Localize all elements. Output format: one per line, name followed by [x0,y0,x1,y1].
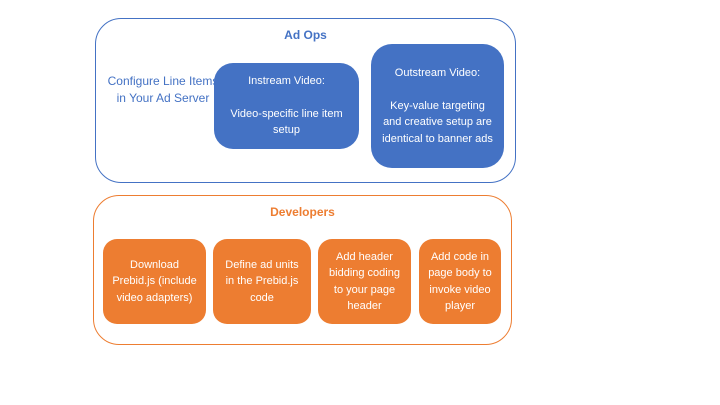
instream-video-heading: Instream Video: [248,75,325,88]
dev-step-define-ad-units-box: Define ad units in the Prebid.js code [213,239,311,324]
instream-video-box: Instream Video: Video-specific line item… [214,63,359,149]
configure-line-items-note: Configure Line Items in Your Ad Server [107,74,219,105]
developers-title: Developers [270,205,335,219]
dev-step-invoke-player-box: Add code in page body to invoke video pl… [419,239,501,324]
ad-ops-title: Ad Ops [284,28,327,42]
developers-group: Developers Download Prebid.js (include v… [93,195,512,345]
dev-step-header-bidding-box: Add header bidding coding to your page h… [318,239,411,324]
dev-step-label: Define ad units in the Prebid.js code [225,258,299,304]
dev-step-label: Download Prebid.js (include video adapte… [112,258,197,304]
instream-video-body: Video-specific line item setup [230,107,343,137]
dev-step-label: Add header bidding coding to your page h… [329,250,400,313]
ad-ops-group: Ad Ops Configure Line Items in Your Ad S… [95,18,516,183]
outstream-video-box: Outstream Video: Key-value targeting and… [371,44,504,168]
outstream-video-body: Key-value targeting and creative setup a… [382,99,493,145]
dev-step-download-prebid-box: Download Prebid.js (include video adapte… [103,239,206,324]
dev-step-label: Add code in page body to invoke video pl… [428,250,492,313]
outstream-video-heading: Outstream Video: [394,67,481,79]
